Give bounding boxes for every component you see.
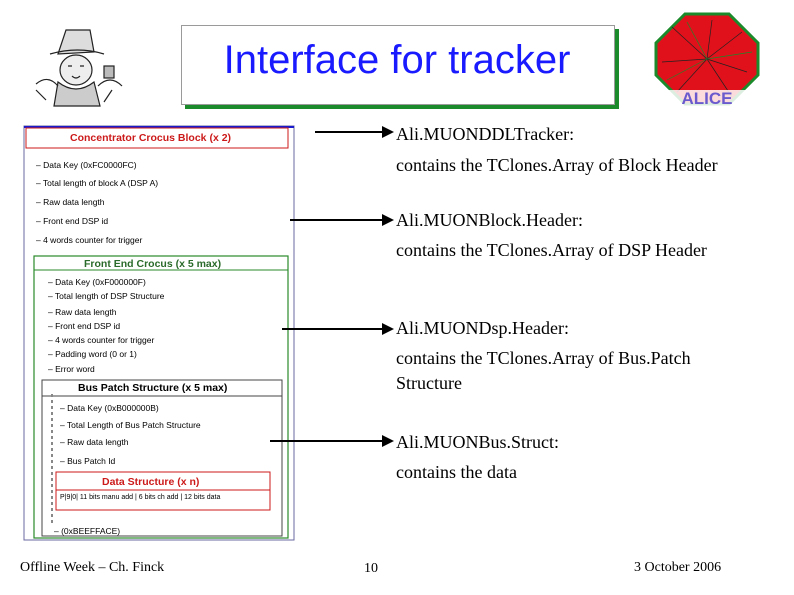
- arrow-line: [282, 328, 382, 330]
- data-structure-fields: P|9|0| 11 bits manu add | 6 bits ch add …: [60, 494, 221, 501]
- diagram-frames: [23, 125, 295, 541]
- concentrator-item: – 4 words counter for trigger: [36, 235, 143, 245]
- entry-description: contains the TClones.Array of Bus.Patch: [396, 348, 691, 368]
- alice-logo: ALICE: [654, 12, 760, 106]
- bus-patch-structure-title: Bus Patch Structure (x 5 max): [78, 382, 228, 394]
- entry-description: contains the data: [396, 462, 517, 482]
- concentrator-item: – Raw data length: [36, 197, 105, 207]
- frontend-item: – Padding word (0 or 1): [48, 349, 137, 359]
- arrow-head: [382, 323, 394, 335]
- entry-description-continued: Structure: [396, 373, 462, 393]
- arrow-head: [382, 126, 394, 138]
- concentrator-block-title: Concentrator Crocus Block (x 2): [70, 132, 232, 144]
- mad-hatter-logo: [35, 29, 123, 107]
- alice-logo-text: ALICE: [682, 89, 733, 106]
- data-structure-title: Data Structure (x n): [102, 476, 200, 488]
- concentrator-item: – Data Key (0xFC0000FC): [36, 160, 137, 170]
- footer-date: 3 October 2006: [634, 560, 722, 575]
- arrow-line: [270, 440, 382, 442]
- entry-name: Ali.MUONBus.Struct:: [396, 432, 560, 452]
- data-format-diagram: Concentrator Crocus Block (x 2) – Data K…: [22, 124, 296, 542]
- arrow-head: [382, 435, 394, 447]
- buspatch-item: – Raw data length: [60, 437, 129, 447]
- arrow-line: [315, 131, 383, 133]
- entry-name: Ali.MUONDsp.Header:: [396, 318, 569, 338]
- buspatch-item: – Data Key (0xB000000B): [60, 403, 159, 413]
- frontend-item: – Error word: [48, 364, 95, 374]
- end-key: – (0xBEEFFACE): [54, 526, 121, 536]
- title-box: [181, 25, 615, 105]
- concentrator-item: – Front end DSP id: [36, 216, 109, 226]
- entry-description: contains the TClones.Array of DSP Header: [396, 240, 707, 260]
- arrow-line: [290, 219, 382, 221]
- footer-left: Offline Week – Ch. Finck: [20, 560, 165, 575]
- front-end-crocus-title: Front End Crocus (x 5 max): [84, 258, 222, 270]
- frontend-item: – Raw data length: [48, 307, 117, 317]
- buspatch-item: – Bus Patch Id: [60, 456, 116, 466]
- arrow-head: [382, 214, 394, 226]
- frontend-item: – Total length of DSP Structure: [48, 291, 165, 301]
- entry-description: contains the TClones.Array of Block Head…: [396, 155, 718, 175]
- entry-name: Ali.MUONDDLTracker:: [396, 124, 575, 144]
- frontend-item: – Data Key (0xF000000F): [48, 277, 146, 287]
- entry-name: Ali.MUONBlock.Header:: [396, 210, 583, 230]
- slide-title: Interface for tracker: [223, 38, 571, 82]
- concentrator-item: – Total length of block A (DSP A): [36, 178, 159, 188]
- frontend-item: – 4 words counter for trigger: [48, 335, 155, 345]
- buspatch-item: – Total Length of Bus Patch Structure: [60, 420, 201, 430]
- frontend-item: – Front end DSP id: [48, 321, 121, 331]
- page-number: 10: [364, 561, 378, 576]
